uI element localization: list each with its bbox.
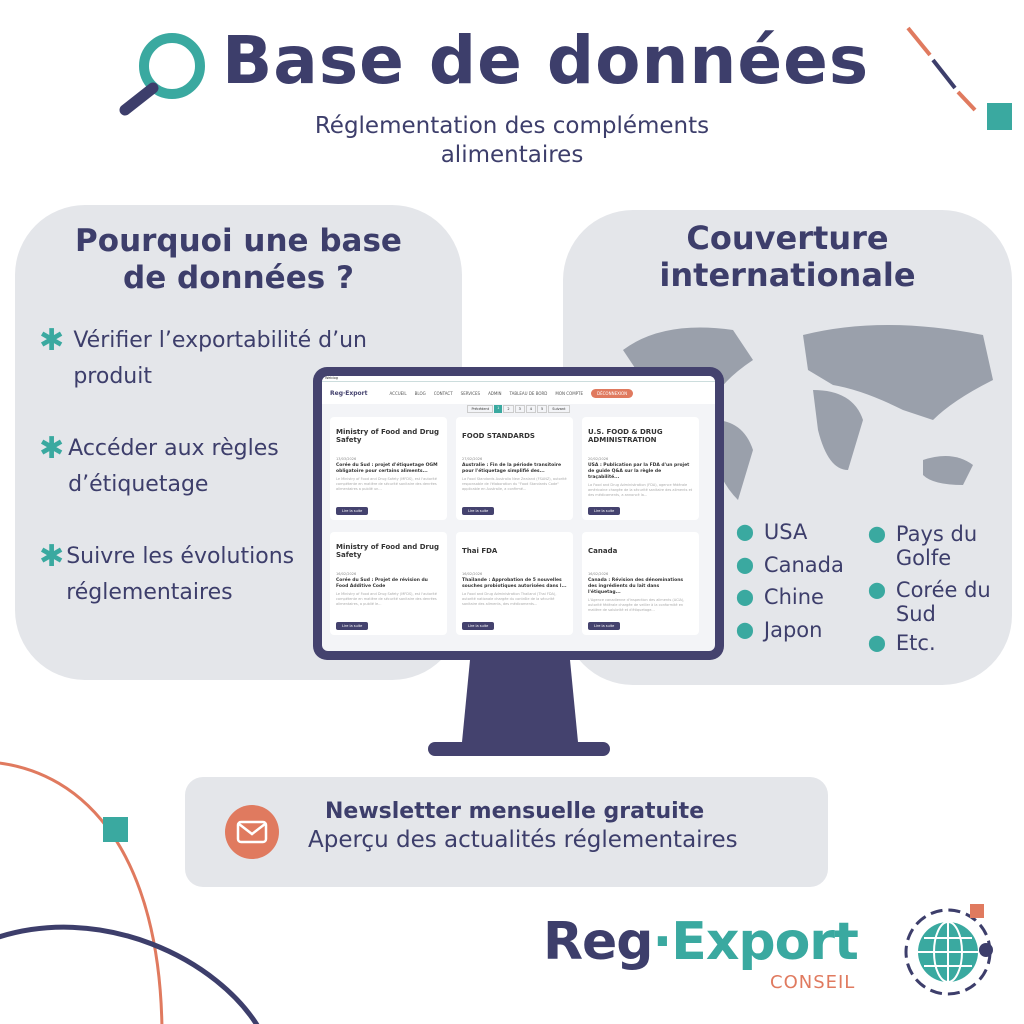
asterisk-icon: ✱ bbox=[39, 323, 65, 358]
nav-dashboard[interactable]: TABLEAU DE BORD bbox=[509, 390, 548, 396]
card-date: 16/02/2026 bbox=[336, 572, 357, 576]
pagination: Précédent 1 2 3 4 5 Suivant bbox=[322, 405, 715, 413]
map-pin-icon: ⬤ bbox=[736, 522, 754, 541]
read-more-button[interactable]: Lire la suite bbox=[588, 507, 621, 515]
why-bullet: ✱Accéder aux règles d’étiquetage bbox=[39, 431, 329, 503]
nav-admin[interactable]: ADMIN bbox=[488, 390, 502, 396]
card-excerpt: Le Ministry of Food and Drug Safety (MFD… bbox=[336, 477, 437, 491]
country-gulf: ⬤Pays du Golfe bbox=[868, 522, 978, 570]
article-card[interactable]: FOOD STANDARDS 27/02/2026 Australie : Fi… bbox=[456, 417, 573, 520]
page-next[interactable]: Suivant bbox=[548, 405, 570, 413]
page-2[interactable]: 2 bbox=[503, 405, 514, 413]
card-logo: Thai FDA bbox=[462, 547, 498, 555]
newsletter-title: Newsletter mensuelle gratuite bbox=[325, 799, 705, 824]
read-more-button[interactable]: Lire la suite bbox=[588, 622, 621, 630]
map-pin-icon: ⬤ bbox=[868, 524, 886, 543]
page-4[interactable]: 4 bbox=[525, 405, 537, 413]
page-5[interactable]: 5 bbox=[537, 405, 548, 413]
card-excerpt: Le Ministry of Food and Drug Safety (MFD… bbox=[336, 592, 437, 606]
brand-conseil: CONSEIL bbox=[770, 972, 856, 993]
country-canada: ⬤Canada bbox=[736, 553, 844, 577]
card-date: 13/03/2026 bbox=[336, 457, 357, 461]
card-excerpt: La Food and Drug Administration Thailand… bbox=[462, 592, 557, 606]
website-screenshot: Weblog Reg·Export ACCUEIL BLOG CONTACT SERV… bbox=[322, 376, 715, 651]
article-card[interactable]: Ministry of Food and Drug Safety 13/03/2… bbox=[330, 417, 447, 520]
page-subtitle: Réglementation des compléments alimentai… bbox=[314, 113, 710, 168]
page-3[interactable]: 3 bbox=[514, 405, 525, 413]
site-nav: Reg·Export ACCUEIL BLOG CONTACT SERVICES ADM… bbox=[322, 382, 715, 404]
brand-logo: Reg·Export bbox=[543, 912, 859, 972]
nav-account[interactable]: MON COMPTE bbox=[555, 390, 584, 396]
map-pin-icon: ⬤ bbox=[736, 555, 754, 574]
page-1[interactable]: 1 bbox=[494, 405, 503, 413]
nav-services[interactable]: SERVICES bbox=[460, 390, 481, 396]
card-excerpt: La Food and Drug Administration (FDA), a… bbox=[588, 483, 693, 497]
globe-logo-icon bbox=[904, 904, 993, 996]
why-title: Pourquoi une base de données ? bbox=[75, 223, 402, 296]
nav-accueil[interactable]: ACCUEIL bbox=[389, 390, 407, 396]
card-title[interactable]: Canada : Révision des dénominations des … bbox=[588, 578, 684, 595]
card-logo: FOOD STANDARDS bbox=[462, 432, 535, 440]
card-excerpt: L'Agence canadienne d'inspection des ali… bbox=[588, 598, 685, 612]
envelope-icon bbox=[225, 805, 279, 859]
page-title: Base de données bbox=[222, 22, 870, 99]
coverage-title: Couverture internationale bbox=[659, 219, 916, 294]
map-pin-icon: ⬤ bbox=[736, 620, 754, 639]
why-bullet: ✱Suivre les évolutions réglementaires bbox=[39, 539, 339, 611]
why-bullet: ✱Vérifier l’exportabilité d’un produit bbox=[39, 323, 399, 395]
country-japan: ⬤Japon bbox=[736, 618, 823, 642]
card-date: 20/02/2026 bbox=[588, 457, 609, 461]
card-logo: Ministry of Food and Drug Safety bbox=[336, 428, 439, 444]
card-logo: U.S. FOOD & DRUG ADMINISTRATION bbox=[588, 428, 663, 444]
card-logo: Canada bbox=[588, 547, 618, 555]
card-date: 16/02/2026 bbox=[462, 572, 483, 576]
browser-tab: Weblog bbox=[322, 376, 715, 382]
read-more-button[interactable]: Lire la suite bbox=[336, 622, 369, 630]
article-card[interactable]: U.S. FOOD & DRUG ADMINISTRATION 20/02/20… bbox=[582, 417, 699, 520]
newsletter-banner[interactable]: Newsletter mensuelle gratuite Aperçu des… bbox=[185, 777, 828, 887]
country-korea: ⬤Corée du Sud bbox=[868, 578, 991, 626]
read-more-button[interactable]: Lire la suite bbox=[462, 622, 495, 630]
card-title[interactable]: Australie : Fin de la période transitoir… bbox=[462, 463, 562, 474]
map-pin-icon: ⬤ bbox=[736, 587, 754, 606]
card-logo: Ministry of Food and Drug Safety bbox=[336, 543, 439, 559]
card-date: 16/02/2026 bbox=[588, 572, 609, 576]
newsletter-subtitle: Aperçu des actualités réglementaires bbox=[308, 827, 738, 853]
country-usa: ⬤USA bbox=[736, 520, 808, 544]
monitor-stand bbox=[428, 660, 610, 756]
article-card[interactable]: Canada 16/02/2026 Canada : Révision des … bbox=[582, 532, 699, 635]
read-more-button[interactable]: Lire la suite bbox=[462, 507, 495, 515]
article-card[interactable]: Ministry of Food and Drug Safety 16/02/2… bbox=[330, 532, 447, 635]
country-etc: ⬤Etc. bbox=[868, 631, 936, 655]
card-excerpt: La Food Standards Australia New Zealand … bbox=[462, 477, 567, 491]
card-title[interactable]: Corée du Sud : projet d'étiquetage OGM o… bbox=[336, 463, 438, 474]
map-pin-icon: ⬤ bbox=[868, 580, 886, 599]
country-china: ⬤Chine bbox=[736, 585, 824, 609]
read-more-button[interactable]: Lire la suite bbox=[336, 507, 369, 515]
nav-contact[interactable]: CONTACT bbox=[433, 390, 453, 396]
card-title[interactable]: Corée du Sud : Projet de révision du Foo… bbox=[336, 578, 428, 589]
article-card[interactable]: Thai FDA 16/02/2026 Thaïlande : Approbat… bbox=[456, 532, 573, 635]
logout-button[interactable]: DÉCONNEXION bbox=[591, 388, 634, 398]
site-logo[interactable]: Reg·Export bbox=[330, 389, 368, 397]
asterisk-icon: ✱ bbox=[39, 431, 65, 466]
asterisk-icon: ✱ bbox=[39, 539, 65, 574]
nav-blog[interactable]: BLOG bbox=[414, 390, 426, 396]
card-title[interactable]: USA : Publication par la FDA d'un projet… bbox=[588, 463, 690, 480]
map-pin-icon: ⬤ bbox=[868, 633, 886, 652]
magnifier-icon bbox=[119, 33, 205, 116]
page-prev[interactable]: Précédent bbox=[467, 405, 494, 413]
monitor: Weblog Reg·Export ACCUEIL BLOG CONTACT SERV… bbox=[313, 367, 724, 660]
card-date: 27/02/2026 bbox=[462, 457, 483, 461]
card-title[interactable]: Thaïlande : Approbation de 5 nouvelles s… bbox=[462, 578, 567, 589]
